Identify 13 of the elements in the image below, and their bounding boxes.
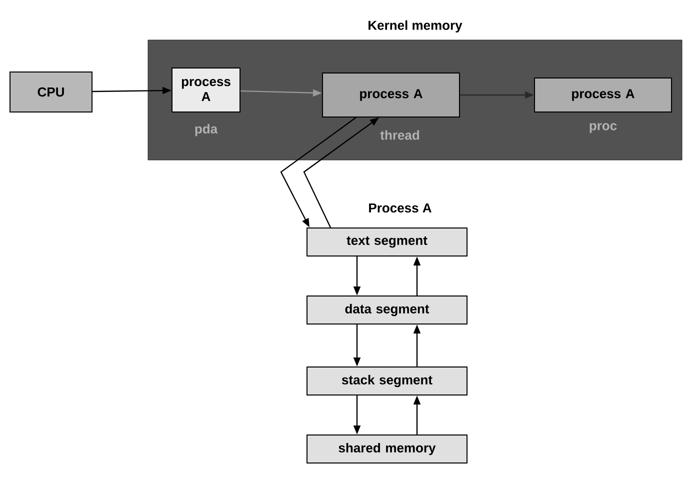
- process-box: stack segment: [306, 366, 468, 396]
- group-heading: Process A: [369, 203, 432, 213]
- caption-label: pda: [195, 124, 218, 136]
- process-box: process A: [172, 68, 240, 112]
- band-title: Kernel memory: [368, 20, 462, 32]
- process-box: process A: [322, 72, 460, 118]
- process-box: process A: [534, 78, 672, 112]
- process-box: text segment: [306, 228, 468, 256]
- caption-label: thread: [380, 130, 420, 140]
- process-box: CPU: [10, 72, 92, 112]
- caption-label: proc: [590, 123, 617, 133]
- process-box: shared memory: [306, 434, 468, 464]
- process-box: data segment: [306, 296, 468, 324]
